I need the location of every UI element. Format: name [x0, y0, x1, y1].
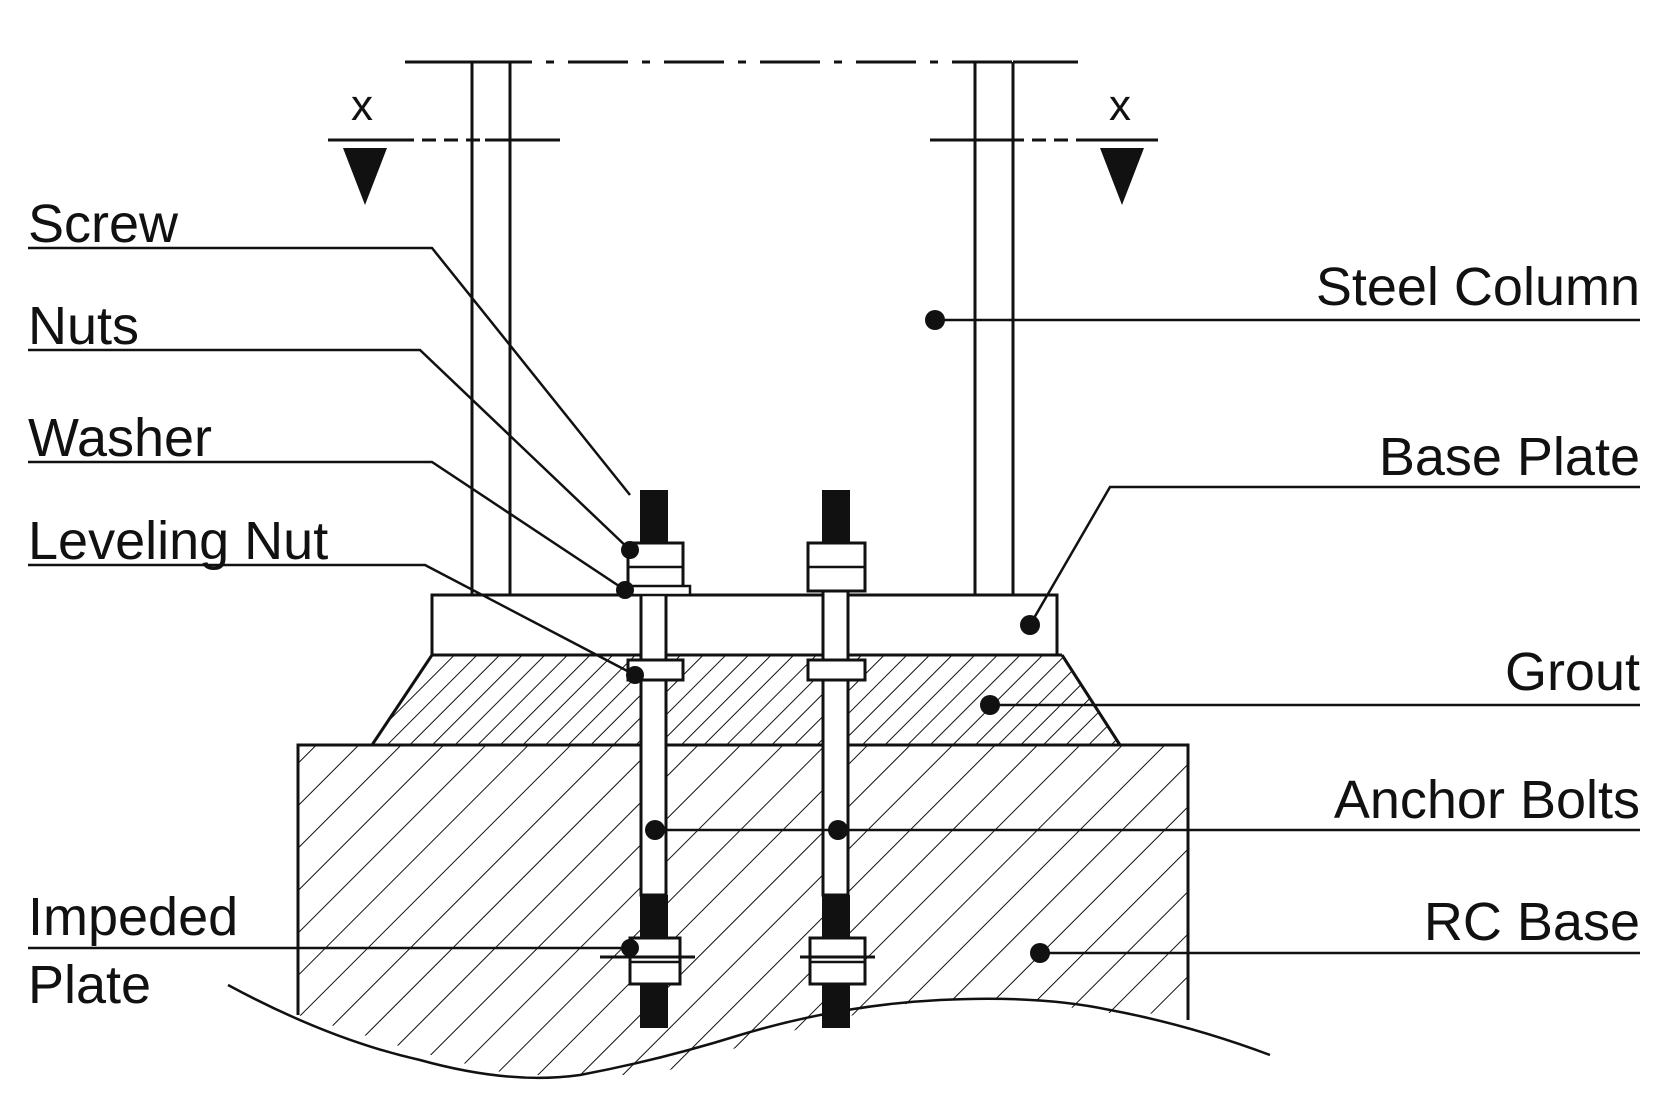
label-grout: Grout	[1505, 642, 1640, 702]
label-impeded-line2: Plate	[28, 955, 151, 1015]
anchor-bolt-right	[800, 490, 875, 1028]
leader-base-plate: Base Plate	[1020, 427, 1640, 635]
leader-anchor-bolts: Anchor Bolts	[645, 770, 1640, 840]
section-marker-left: x	[328, 81, 560, 205]
leader-leveling-nut: Leveling Nut	[28, 511, 644, 684]
section-label-left: x	[351, 81, 373, 130]
section-marker-right: x	[930, 81, 1158, 205]
label-washer: Washer	[28, 408, 212, 468]
base-plate	[430, 593, 1059, 657]
leader-rc-base: RC Base	[1030, 892, 1640, 963]
leader-screw: Screw	[28, 194, 631, 496]
leader-nuts: Nuts	[28, 296, 639, 559]
label-steel-column: Steel Column	[1316, 257, 1640, 317]
label-leveling-nut: Leveling Nut	[28, 511, 328, 571]
section-label-right: x	[1109, 81, 1131, 130]
grout-layer	[370, 653, 1122, 746]
leader-steel-column: Steel Column	[925, 257, 1640, 330]
break-line	[227, 983, 1271, 1080]
rc-base	[227, 743, 1271, 1080]
leader-washer: Washer	[28, 408, 634, 599]
leader-grout: Grout	[980, 642, 1640, 715]
leader-impeded-plate: Impeded Plate	[28, 887, 639, 1015]
label-screw: Screw	[28, 194, 179, 254]
label-anchor-bolts: Anchor Bolts	[1334, 770, 1640, 830]
label-nuts: Nuts	[28, 296, 139, 356]
label-impeded-line1: Impeded	[28, 887, 238, 947]
steel-column	[405, 60, 1078, 595]
leveling-nut	[806, 658, 867, 682]
label-rc-base: RC Base	[1424, 892, 1640, 952]
label-base-plate: Base Plate	[1379, 427, 1640, 487]
